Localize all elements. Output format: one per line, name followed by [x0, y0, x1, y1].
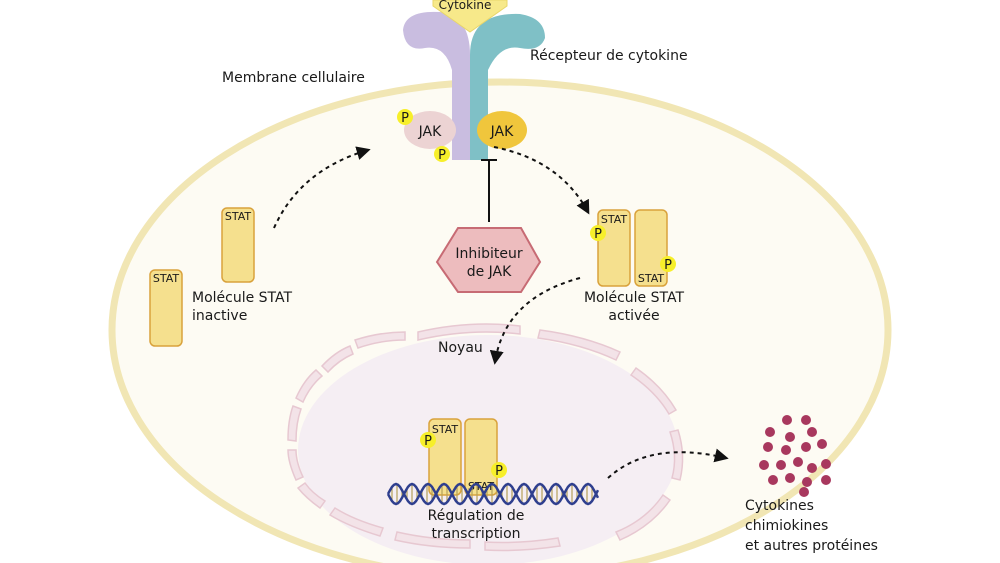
- phosphate-jak-bottom-label: P: [438, 148, 446, 163]
- protein-dot: [801, 415, 811, 425]
- dna-strand: [386, 482, 600, 506]
- jak-left-label: JAK: [418, 124, 442, 140]
- secreted-proteins: [759, 415, 831, 497]
- stat-nucleus-2: [464, 418, 498, 496]
- stat-active-label-line1: Molécule STAT: [584, 290, 685, 306]
- phosphate-stat-active-1-label: P: [594, 227, 602, 242]
- nucleus-label: Noyau: [438, 340, 483, 356]
- protein-dot: [801, 442, 811, 452]
- stat-active-2-label: STAT: [638, 272, 665, 285]
- stat-active-1-label: STAT: [601, 213, 628, 226]
- phosphate-stat-nucleus-1-label: P: [424, 434, 432, 449]
- stat-inactive-2: [149, 269, 183, 347]
- protein-dot: [821, 475, 831, 485]
- protein-dot: [821, 459, 831, 469]
- nuclear-envelope: [287, 323, 684, 552]
- inhibitor-label-line2: de JAK: [467, 264, 512, 280]
- protein-dot: [807, 463, 817, 473]
- dna-helix: [386, 482, 600, 506]
- phosphate-jak-top-label: P: [401, 111, 409, 126]
- protein-dot: [782, 415, 792, 425]
- jak-right: [477, 111, 527, 149]
- receptor-right-chain: [470, 13, 545, 161]
- phosphate-stat-active-2: [660, 256, 676, 272]
- protein-dot: [785, 432, 795, 442]
- phosphate-jak-top: [397, 109, 413, 125]
- inhibitor-label-line1: Inhibiteur: [455, 246, 523, 262]
- phosphate-stat-active-1: [590, 225, 606, 241]
- protein-dot: [759, 460, 769, 470]
- receptor-label: Récepteur de cytokine: [530, 48, 688, 64]
- protein-dot: [793, 457, 803, 467]
- phosphate-stat-active-2-label: P: [664, 258, 672, 273]
- phosphate-stat-nucleus-2: [491, 462, 507, 478]
- protein-dot: [765, 427, 775, 437]
- stat-inactive-2-label: STAT: [153, 272, 180, 285]
- jak-inhibitor: [435, 227, 542, 293]
- protein-dot: [799, 487, 809, 497]
- phosphate-stat-nucleus-2-label: P: [495, 464, 503, 479]
- protein-dot: [768, 475, 778, 485]
- stat-nucleus-1: [428, 418, 462, 496]
- output-label-line2: chimiokines: [745, 518, 828, 534]
- protein-dot: [802, 477, 812, 487]
- phosphate-stat-nucleus-1: [420, 432, 436, 448]
- protein-dot: [785, 473, 795, 483]
- cytokine-label: Cytokine: [439, 0, 492, 12]
- regulation-label-line2: transcription: [431, 526, 520, 542]
- stat-active-label-line2: activée: [608, 308, 659, 324]
- protein-dot: [807, 427, 817, 437]
- cytokine-ligand: [432, 0, 508, 33]
- protein-dot: [817, 439, 827, 449]
- phosphate-jak-bottom: [434, 146, 450, 162]
- stat-active-1: [597, 209, 631, 287]
- arrow-jak-to-stat: [493, 146, 590, 215]
- stat-active-2: [634, 209, 668, 287]
- stat-nucleus-1-label: STAT: [432, 423, 459, 436]
- regulation-label-line1: Régulation de: [428, 508, 525, 524]
- jak-right-label: JAK: [490, 124, 514, 140]
- arrow-stat-to-nucleus: [489, 277, 581, 365]
- dna-strand: [386, 482, 600, 506]
- output-label-line1: Cytokines: [745, 498, 814, 514]
- arrow-nucleus-to-proteins: [607, 448, 729, 479]
- jak-left: [404, 111, 456, 149]
- protein-dot: [763, 442, 773, 452]
- output-label-line3: et autres protéines: [745, 538, 878, 554]
- stat-inactive-label-line1: Molécule STAT: [192, 290, 293, 306]
- stat-inactive-1: [221, 207, 255, 283]
- membrane-label: Membrane cellulaire: [222, 70, 365, 86]
- protein-dot: [781, 445, 791, 455]
- stat-inactive-1-label: STAT: [225, 210, 252, 223]
- protein-dot: [776, 460, 786, 470]
- stat-inactive-label-line2: inactive: [192, 308, 247, 324]
